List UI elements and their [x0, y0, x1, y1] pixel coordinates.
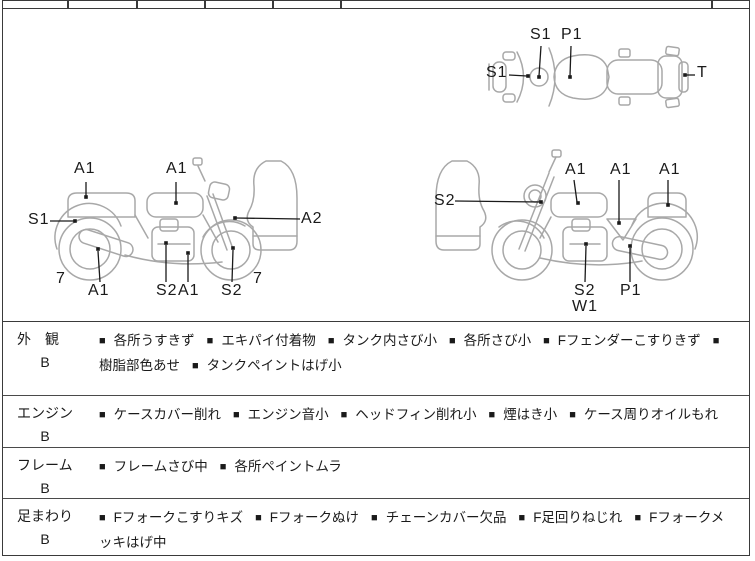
table-cell-divider — [204, 1, 206, 8]
table-cell-divider — [67, 1, 69, 8]
condition-item: Fフォークぬけ — [269, 510, 360, 525]
condition-item: エンジン音小 — [247, 407, 329, 422]
category-cell: フレーム B — [3, 448, 97, 498]
bullet-icon: ■ — [99, 512, 106, 524]
condition-item: F足回りねじれ — [533, 510, 623, 525]
cropped-table-row — [3, 1, 749, 9]
motorcycle-left-side-art — [54, 157, 298, 281]
condition-row: エンジン B ■ ケースカバー削れ ■ エンジン音小 ■ ヘッドフィン削れ小 ■ 煙はき小 ■ ケース… — [3, 395, 749, 447]
bullet-icon: ■ — [448, 335, 456, 347]
condition-item: 樹脂部色あせ — [99, 358, 180, 373]
condition-item: 各所さび小 — [463, 333, 532, 348]
bullet-icon: ■ — [232, 409, 240, 421]
condition-item: エキパイ付着物 — [221, 333, 316, 348]
bullet-icon: ■ — [99, 335, 106, 347]
bullet-icon: ■ — [518, 512, 526, 524]
condition-item: 各所ペイントムラ — [234, 459, 342, 474]
condition-item: Fフェンダーこすりきず — [557, 333, 701, 348]
table-cell-divider — [711, 1, 713, 8]
condition-item: チェーンカバー欠品 — [385, 510, 507, 525]
condition-item: 煙はき小 — [503, 407, 558, 422]
condition-items: ■ フレームさび中 ■ 各所ペイントムラ — [97, 448, 749, 498]
bullet-icon: ■ — [219, 461, 227, 473]
category-cell: 外 観 B — [3, 322, 97, 395]
bullet-icon: ■ — [488, 409, 496, 421]
category-label: 外 観 — [17, 331, 59, 347]
category-cell: エンジン B — [3, 396, 97, 447]
bullet-icon: ■ — [371, 512, 378, 524]
grade-label: B — [40, 480, 50, 496]
condition-item: ヘッドフィン削れ小 — [355, 407, 477, 422]
grade-label: B — [40, 428, 50, 444]
condition-row: 足まわり B ■ Fフォークこすりキズ ■ Fフォークぬけ ■ チェーンカバー欠品 ■ F足回りね… — [3, 498, 749, 556]
condition-item: 各所うすきず — [113, 333, 195, 348]
bullet-icon: ■ — [192, 360, 199, 372]
condition-items: ■ Fフォークこすりキズ ■ Fフォークぬけ ■ チェーンカバー欠品 ■ F足回りねじれ ■Fフ… — [97, 499, 749, 556]
bullet-icon: ■ — [327, 335, 335, 347]
bullet-icon: ■ — [569, 409, 576, 421]
table-cell-divider — [340, 1, 342, 8]
leader-lines — [50, 45, 695, 283]
condition-items: ■ ケースカバー削れ ■ エンジン音小 ■ ヘッドフィン削れ小 ■ 煙はき小 ■ ケース周りオイル… — [97, 396, 749, 447]
condition-item: フレームさび中 — [113, 459, 208, 474]
category-label: フレーム — [17, 457, 73, 473]
condition-item: ケースカバー削れ — [113, 407, 221, 422]
category-cell: 足まわり B — [3, 499, 97, 556]
motorcycle-right-side-art — [435, 149, 698, 281]
bullet-icon: ■ — [99, 409, 106, 421]
condition-row: 外 観 B ■ 各所うすきず ■ エキパイ付着物 ■ タンク内さび小 ■ 各所さび小 ■ Fフェンダー… — [3, 321, 749, 395]
leader-dots — [73, 73, 687, 255]
table-cell-divider — [136, 1, 138, 8]
table-cell-divider — [272, 1, 274, 8]
grade-label: B — [40, 354, 50, 370]
bullet-icon: ■ — [206, 335, 214, 347]
bullet-icon: ■ — [712, 335, 720, 347]
condition-table: 外 観 B ■ 各所うすきず ■ エキパイ付着物 ■ タンク内さび小 ■ 各所さび小 ■ Fフェンダー… — [3, 321, 749, 556]
bullet-icon: ■ — [99, 461, 106, 473]
condition-item: Fフォークメッキはげ中 — [99, 510, 725, 550]
bullet-icon: ■ — [543, 335, 550, 347]
bullet-icon: ■ — [255, 512, 262, 524]
category-label: 足まわり — [17, 508, 73, 524]
condition-items: ■ 各所うすきず ■ エキパイ付着物 ■ タンク内さび小 ■ 各所さび小 ■ Fフェンダーこすりき… — [97, 322, 749, 395]
bullet-icon: ■ — [340, 409, 348, 421]
motorcycle-top-view-art — [488, 45, 689, 109]
condition-item: ケース周りオイルもれ — [583, 407, 719, 422]
bullet-icon: ■ — [634, 512, 642, 524]
grade-label: B — [40, 531, 50, 547]
category-label: エンジン — [17, 405, 73, 421]
condition-item: Fフォークこすりキズ — [113, 510, 244, 525]
condition-row: フレーム B ■ フレームさび中 ■ 各所ペイントムラ — [3, 447, 749, 498]
condition-item: タンク内さび小 — [342, 333, 437, 348]
condition-item: タンクペイントはげ小 — [206, 358, 342, 373]
